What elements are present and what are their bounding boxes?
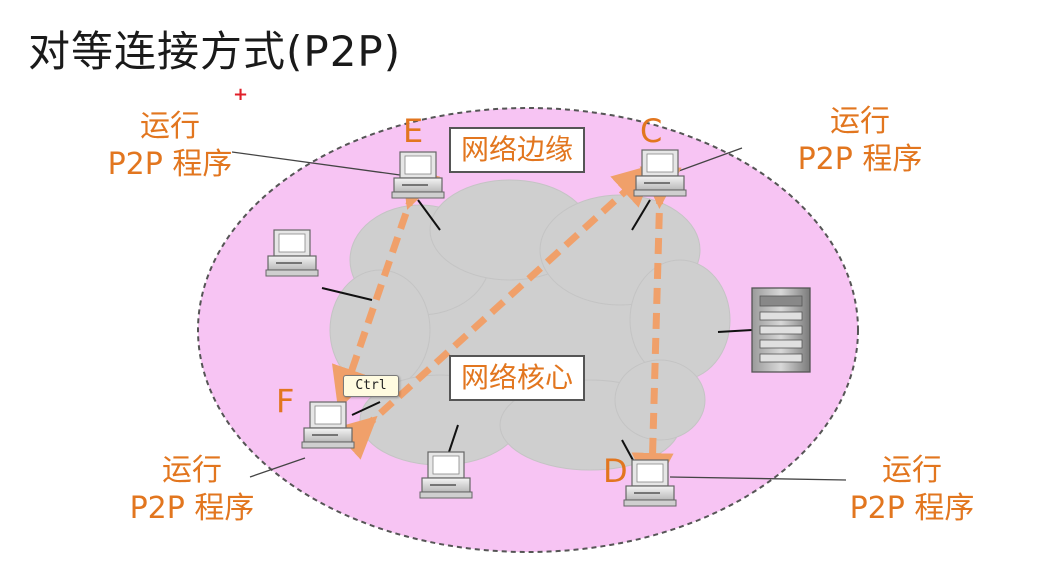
run-line1: 运行 (162, 453, 222, 488)
computer-c (633, 149, 687, 197)
run-p2p-label-d: 运行 P2P 程序 (832, 452, 992, 528)
node-label-c: C (640, 112, 663, 150)
run-p2p-label-f: 运行 P2P 程序 (112, 452, 272, 528)
run-line2: P2P 程序 (129, 491, 255, 526)
computer-bottom (419, 451, 473, 499)
computer-f (301, 401, 355, 449)
run-p2p-label-e: 运行 P2P 程序 (90, 108, 250, 184)
run-p2p-label-c: 运行 P2P 程序 (780, 103, 940, 179)
server-icon (751, 287, 811, 373)
node-label-d: D (603, 452, 628, 490)
node-label-f: F (276, 382, 295, 420)
network-edge-label: 网络边缘 (449, 127, 586, 173)
arrow-f-c (332, 163, 656, 460)
run-line1: 运行 (830, 104, 890, 139)
computer-e (391, 151, 445, 199)
run-line1: 运行 (140, 109, 200, 144)
node-label-e: E (403, 112, 424, 150)
computer-peer (265, 229, 319, 277)
network-core-cloud (329, 179, 731, 471)
network-core-label: 网络核心 (449, 355, 586, 401)
run-line1: 运行 (882, 453, 942, 488)
computer-d (623, 459, 677, 507)
slide-title: 对等连接方式(P2P) (28, 27, 402, 76)
run-line2: P2P 程序 (797, 142, 923, 177)
run-line2: P2P 程序 (107, 147, 233, 182)
cursor-crosshair-icon: + (233, 84, 249, 105)
run-line2: P2P 程序 (849, 491, 975, 526)
arrow-c-d (631, 166, 682, 495)
p2p-arrows (331, 163, 682, 495)
ctrl-key-tooltip: Ctrl (343, 375, 399, 397)
